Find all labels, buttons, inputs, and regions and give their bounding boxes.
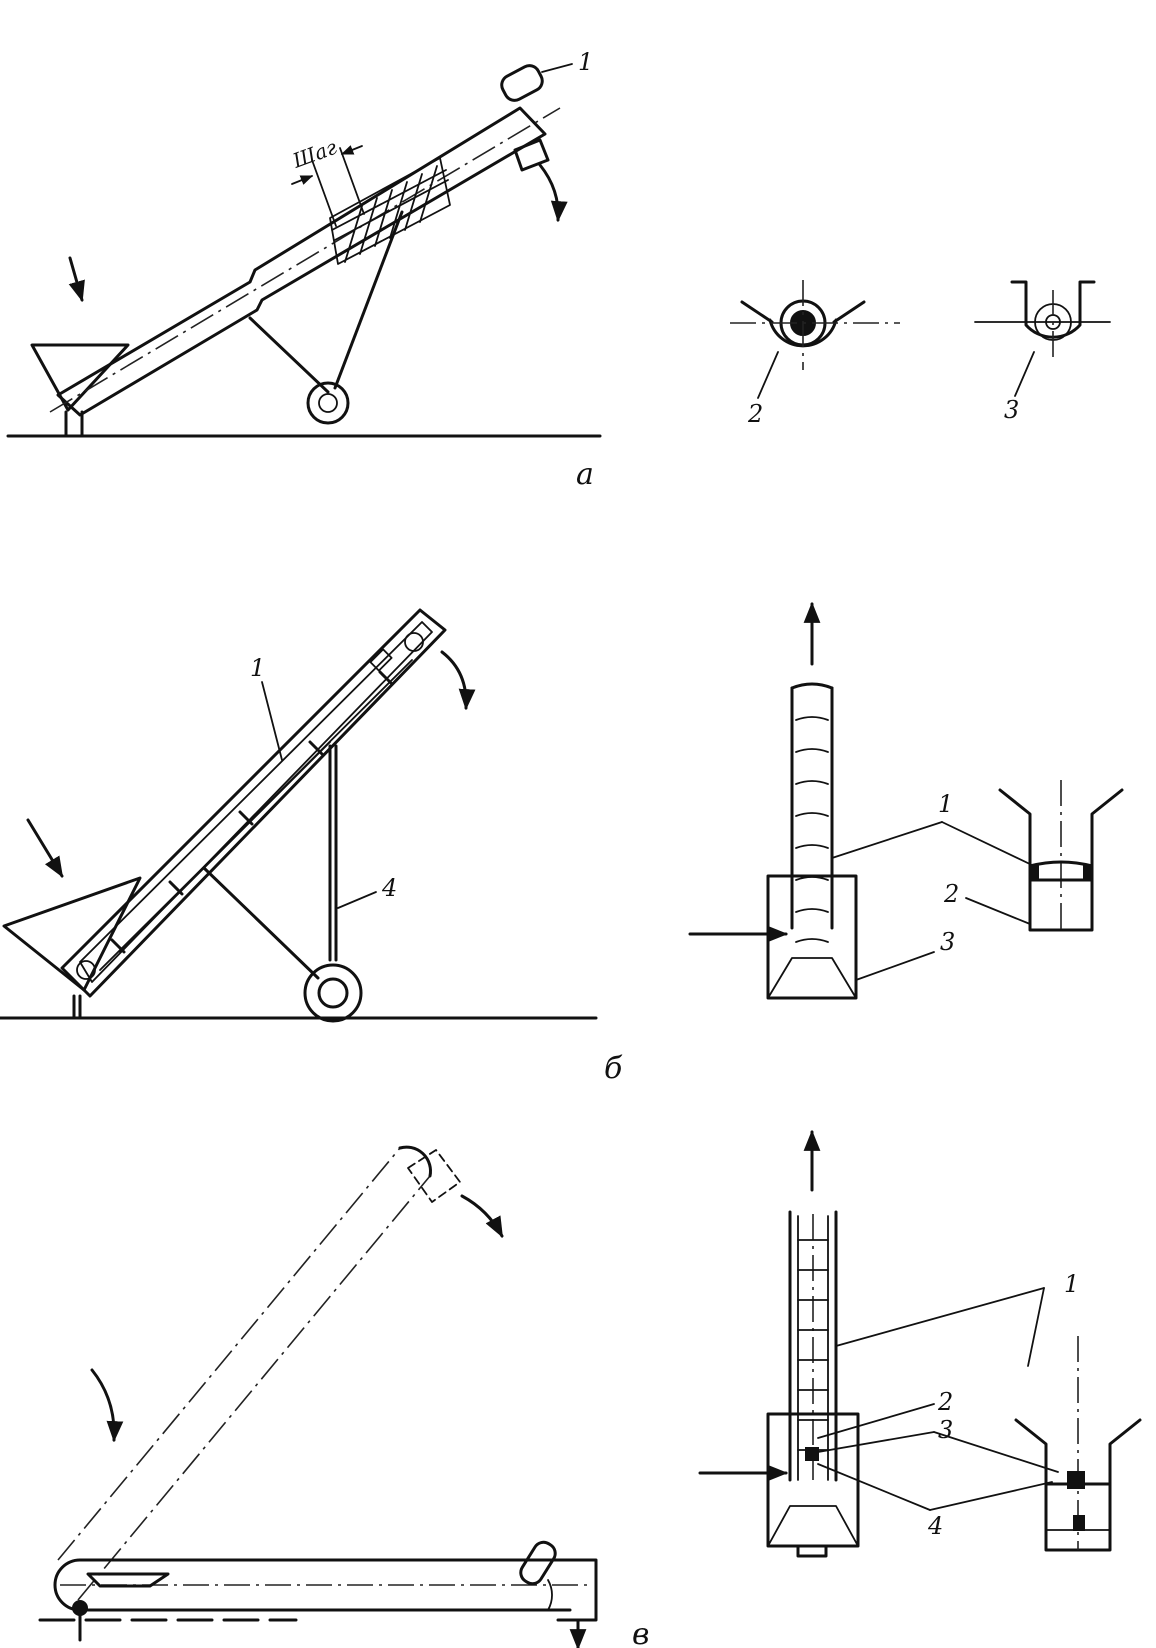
feed-inlet — [86, 1572, 170, 1588]
feed-arrow — [90, 1368, 124, 1443]
panel-b-belt-conveyor: 1 4 — [0, 601, 1124, 1086]
label-1: 1 — [1064, 1270, 1079, 1298]
label-3: 3 — [1004, 396, 1019, 424]
label-1-left: 1 — [250, 654, 265, 682]
belt-links — [110, 670, 394, 954]
strut — [202, 866, 320, 980]
label-4: 4 — [381, 874, 397, 902]
leader-3 — [817, 1431, 935, 1453]
label-2: 2 — [937, 1388, 953, 1416]
leader-1 — [541, 63, 573, 73]
panel-caption-b: б — [604, 1051, 623, 1086]
discharge-arrow — [538, 163, 568, 223]
chain-pin-icon — [805, 1447, 819, 1461]
feed-hopper — [30, 343, 130, 412]
lower-pulley — [76, 960, 96, 980]
chain-cross-section — [1014, 1336, 1142, 1552]
leader-2 — [757, 351, 779, 399]
upper-head-box — [407, 1149, 461, 1203]
wheel — [306, 381, 350, 425]
leader-1 — [835, 1287, 1045, 1347]
discharge-spout — [513, 138, 550, 172]
pitch-ext-line-2 — [339, 147, 365, 215]
vertical-belt-section: 1 3 — [688, 601, 1035, 1000]
pitch-arrow-left — [291, 175, 314, 185]
leader-2 — [965, 897, 1031, 925]
leader-2 — [817, 1403, 935, 1439]
label-3: 3 — [938, 1416, 953, 1444]
screw-flights — [331, 165, 449, 263]
strut-rear — [333, 210, 404, 390]
feed-arrow — [68, 256, 85, 303]
panel-caption-v: в — [632, 1617, 649, 1648]
leader-3 — [1014, 351, 1035, 397]
drive-block — [369, 648, 393, 672]
screw-section — [329, 157, 451, 265]
leader-4 — [817, 1463, 931, 1511]
cross-section-3: 3 — [974, 280, 1111, 424]
loading-box — [766, 874, 858, 1000]
vertical-chain-section: 1 2 3 4 — [698, 1129, 1079, 1558]
belt-cross-section: 2 — [943, 780, 1124, 932]
discharge-arrow-upper — [460, 1194, 504, 1238]
wheel-hub — [317, 977, 349, 1009]
trough-axis — [49, 107, 561, 413]
feed-hopper — [2, 876, 142, 992]
cross-section-2: 2 — [730, 280, 900, 428]
label-2: 2 — [943, 880, 959, 908]
discharge-arrow — [440, 650, 476, 711]
panel-v-chain-conveyor: в 1 2 — [38, 1129, 1142, 1648]
strut-front — [248, 316, 330, 394]
pitch-ext-line-1 — [311, 159, 337, 227]
conveyor-casing — [60, 608, 447, 998]
chain-link-icon — [1067, 1471, 1085, 1489]
label-1: 1 — [578, 48, 593, 76]
screw-trough — [56, 106, 547, 417]
label-4: 4 — [927, 1512, 943, 1540]
leader-1-left — [261, 681, 283, 761]
leader-3 — [855, 951, 935, 981]
feed-arrow — [26, 818, 64, 878]
leader-1-right — [831, 821, 943, 859]
label-1-right: 1 — [938, 790, 953, 818]
panel-caption-a: а — [576, 457, 594, 492]
chain-links — [797, 1239, 829, 1451]
wheel — [303, 963, 363, 1023]
pitch-arrow-right — [340, 145, 363, 155]
label-3: 3 — [940, 928, 955, 956]
label-2: 2 — [747, 400, 763, 428]
panel-a-screw-conveyor: Шаг 1 2 — [6, 48, 1111, 492]
drive-motor — [500, 64, 544, 102]
drive-motor — [519, 1540, 557, 1586]
leader-4 — [337, 891, 377, 909]
inclined-run — [77, 1175, 431, 1601]
bucket-separators — [795, 716, 829, 943]
upper-pulley — [404, 632, 424, 652]
wheel-hub — [318, 393, 338, 413]
horizontal-casing — [78, 1558, 572, 1612]
